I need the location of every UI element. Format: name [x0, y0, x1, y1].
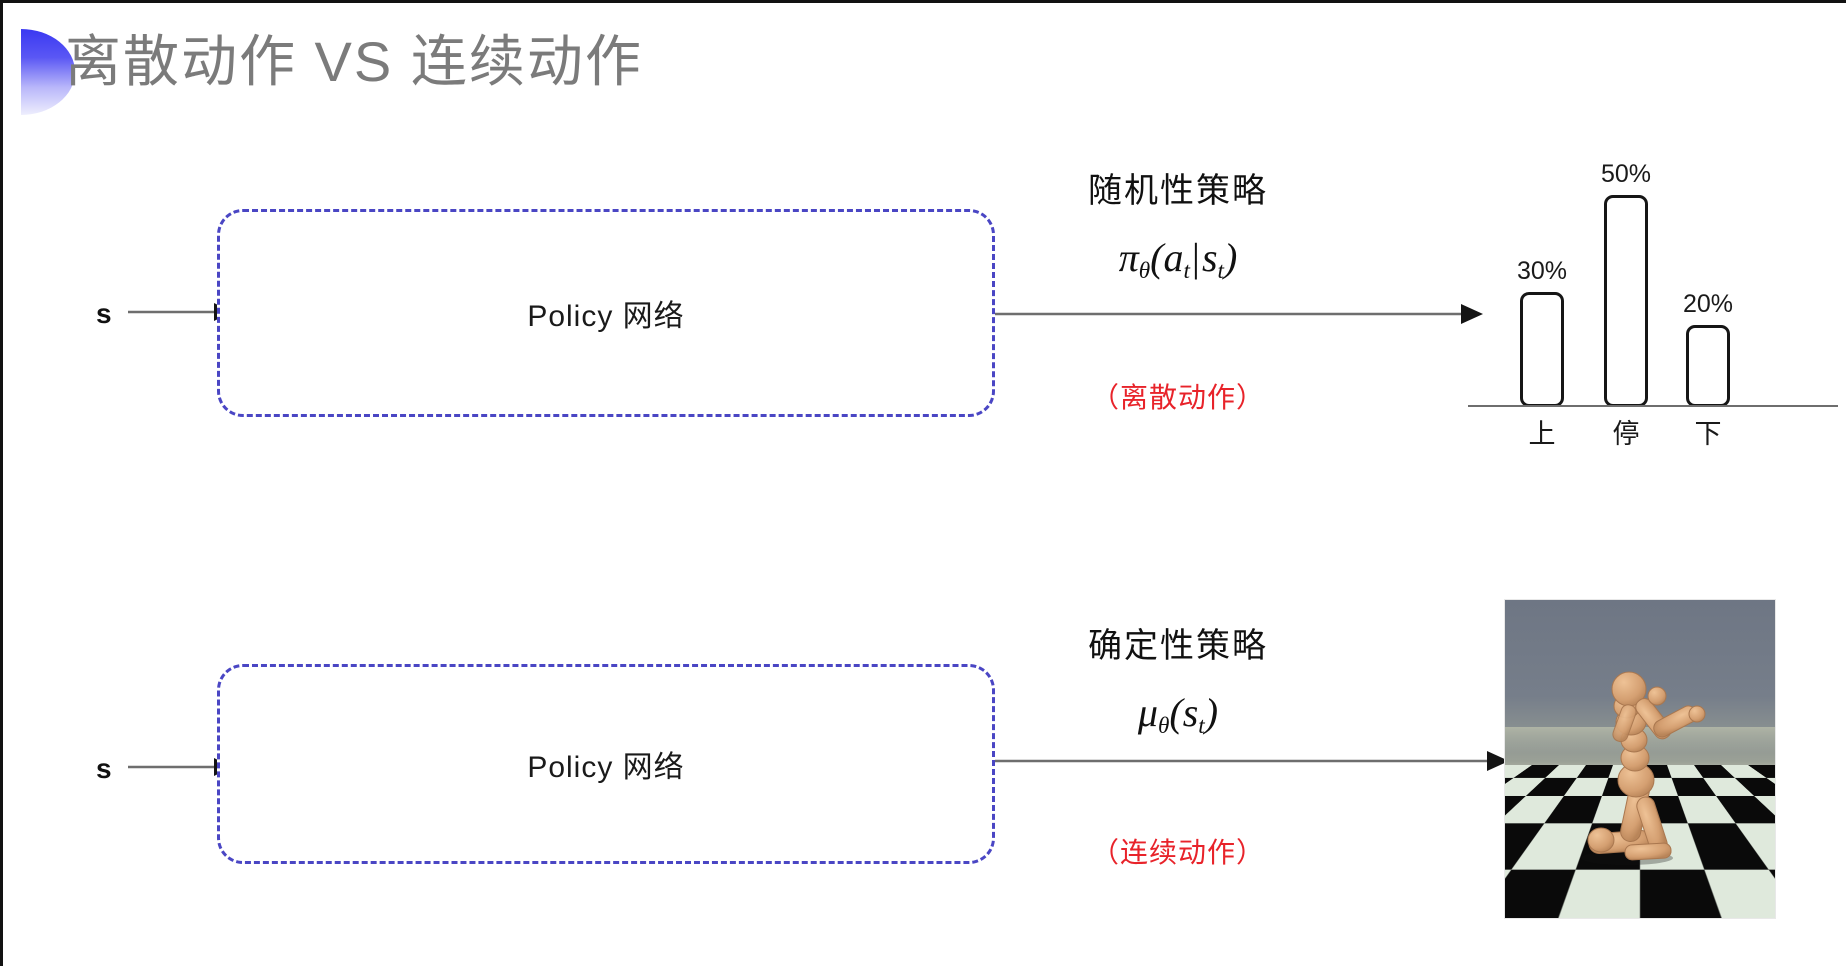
humanoid-simulation-image [1505, 600, 1775, 918]
page-title: 离散动作 VS 连续动作 [65, 30, 643, 93]
humanoid-figure-icon [1581, 671, 1706, 865]
bar-tick-label-0: 上 [1528, 419, 1556, 449]
policy-network-label: Policy 网络 [527, 751, 685, 784]
output-arrow-discrete [995, 304, 1483, 324]
policy-network-box-continuous: Policy 网络 [217, 664, 995, 864]
bar-group-1: 50% [1600, 139, 1652, 407]
policy-network-box-discrete: Policy 网络 [217, 209, 995, 417]
output-arrow-continuous [995, 751, 1509, 771]
policy-note-continuous: （连续动作） [1090, 837, 1265, 868]
policy-annotation-discrete: 随机性策略 πθ(at|st) [1033, 163, 1323, 285]
input-arrow-discrete [128, 303, 228, 321]
bar-value-0: 30% [1516, 257, 1568, 285]
policy-note-discrete: （离散动作） [1090, 382, 1265, 413]
bar-value-1: 50% [1600, 160, 1652, 188]
policy-kind-discrete: 随机性策略 [1088, 172, 1268, 210]
bar-rect-0 [1520, 292, 1564, 407]
bar-group-2: 20% [1682, 139, 1734, 407]
bar-rect-1 [1604, 195, 1648, 407]
policy-network-label: Policy 网络 [527, 300, 685, 333]
policy-note-wrap-discrete: （离散动作） [1033, 376, 1323, 416]
bar-tick-label-1: 停 [1612, 419, 1640, 449]
bar-rect-2 [1686, 325, 1730, 407]
bar-group-0: 30% [1516, 139, 1568, 407]
policy-formula-continuous: μθ(st) [1137, 690, 1219, 740]
bar-tick-label-2: 下 [1694, 419, 1722, 449]
input-arrow-continuous [128, 758, 228, 776]
bar-value-2: 20% [1682, 290, 1734, 318]
state-label-discrete: s [96, 298, 112, 329]
policy-annotation-continuous: 确定性策略 μθ(st) [1033, 618, 1323, 740]
bar-chart-baseline-axis [1468, 405, 1838, 407]
policy-kind-continuous: 确定性策略 [1088, 627, 1268, 665]
policy-note-wrap-continuous: （连续动作） [1033, 831, 1323, 871]
policy-formula-discrete: πθ(at|st) [1118, 235, 1238, 285]
action-probability-bar-chart: 30% 50% 20% 上 停 下 [1468, 103, 1838, 453]
bar-plot-area: 30% 50% 20% [1468, 139, 1838, 407]
state-label-continuous: s [96, 753, 112, 784]
